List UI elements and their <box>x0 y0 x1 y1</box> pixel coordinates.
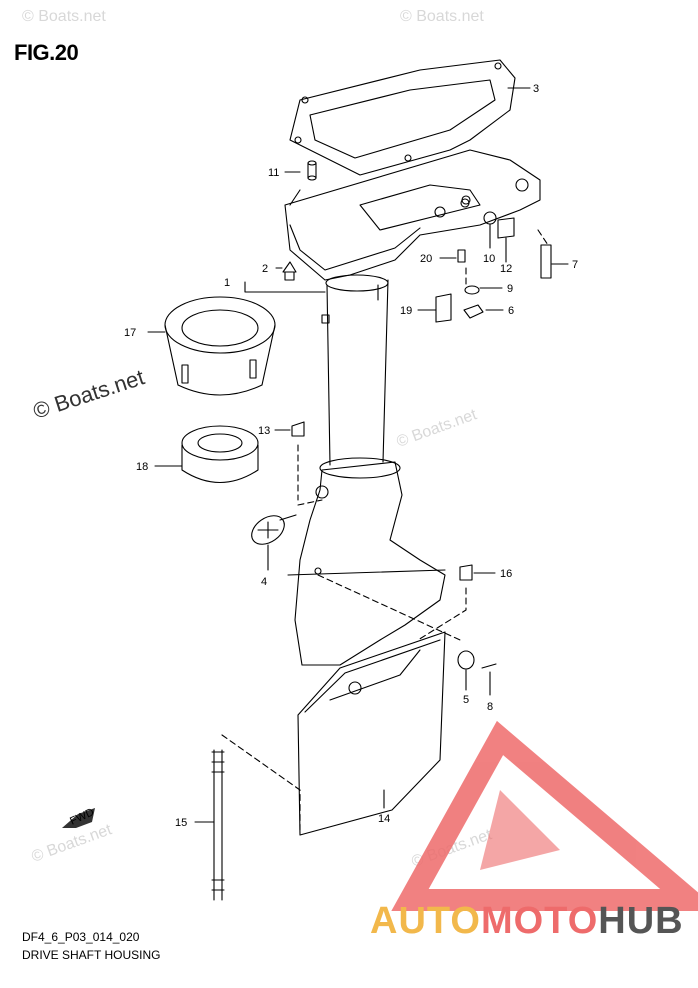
callout-19: 19 <box>400 305 412 317</box>
mount-parts <box>457 564 497 670</box>
callout-3: 3 <box>533 83 539 95</box>
brand-part-hub: HUB <box>598 900 684 942</box>
callout-13: 13 <box>258 425 270 437</box>
callout-17: 17 <box>124 327 136 339</box>
callout-15: 15 <box>175 817 187 829</box>
lower-housing-part <box>287 457 446 666</box>
upper-mount-part <box>284 149 541 281</box>
plug-part <box>291 421 305 437</box>
callout-16: 16 <box>500 568 512 580</box>
callout-14: 14 <box>378 813 390 825</box>
callout-9: 9 <box>507 283 513 295</box>
callout-labels: 3 11 1 2 17 13 18 4 16 5 8 14 15 19 20 1… <box>124 83 578 829</box>
grommet-part <box>251 514 297 545</box>
callout-6: 6 <box>508 305 514 317</box>
figure-title: FIG.20 <box>14 40 79 65</box>
callout-4: 4 <box>261 576 267 588</box>
callout-1: 1 <box>224 277 230 289</box>
callout-2: 2 <box>262 263 268 275</box>
callout-20: 20 <box>420 253 432 265</box>
figure-caption: DRIVE SHAFT HOUSING <box>22 948 161 962</box>
watermark: © Boats.net <box>22 8 106 25</box>
callout-18: 18 <box>136 461 148 473</box>
drive-shaft-tube-part <box>321 274 389 466</box>
callout-11: 11 <box>268 167 279 179</box>
callout-7: 7 <box>572 259 578 271</box>
brand-part-auto: AUTO <box>370 900 481 942</box>
brand-wordmark: AUTOMOTOHUB <box>370 900 684 943</box>
seal-part <box>181 425 259 484</box>
brand-logo-icon <box>391 720 698 911</box>
housing-cover-part <box>297 631 446 836</box>
brand-part-moto: MOTO <box>480 900 599 942</box>
dowel-pin-part <box>307 160 317 181</box>
callout-12: 12 <box>500 263 512 275</box>
figure-code: DF4_6_P03_014_020 <box>22 930 140 944</box>
grease-fitting-part <box>282 261 297 281</box>
small-fasteners <box>435 195 552 323</box>
watermark: © Boats.net <box>400 8 484 25</box>
alignment-lines <box>221 229 549 831</box>
stud-bolt-part <box>211 749 225 901</box>
leader-lines <box>147 87 569 823</box>
bushing-part <box>164 296 276 396</box>
fwd-arrow-icon: FWD <box>62 806 96 828</box>
gasket-part <box>289 59 516 176</box>
callout-5: 5 <box>463 694 469 706</box>
callout-8: 8 <box>487 701 493 713</box>
callout-10: 10 <box>483 253 495 265</box>
